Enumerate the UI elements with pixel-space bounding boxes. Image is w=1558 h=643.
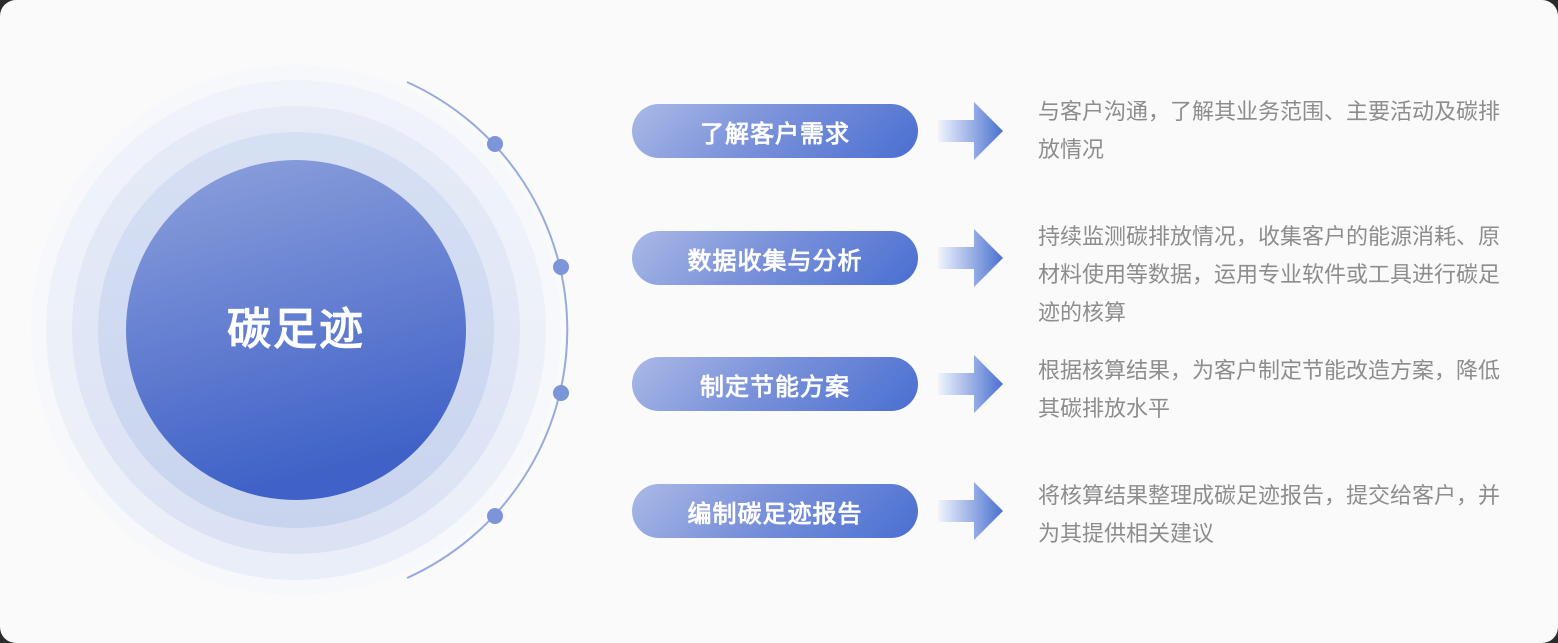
step-pill-3-label: 制定节能方案 — [700, 373, 850, 401]
step-pill-4: 编制碳足迹报告 — [632, 484, 918, 538]
step-pill-1: 了解客户需求 — [632, 104, 918, 158]
step-pill-4-label: 编制碳足迹报告 — [687, 500, 863, 528]
step-pill-1-label: 了解客户需求 — [700, 120, 850, 148]
center-circle-title: 碳足迹 — [227, 305, 365, 354]
orbit-dot — [553, 385, 569, 401]
step-pill-2-label: 数据收集与分析 — [687, 247, 863, 275]
carbon-footprint-diagram — [31, 65, 569, 595]
center-circle — [126, 160, 466, 500]
step-description-2: 持续监测碳排放情况，收集客户的能源消耗、原材料使用等数据，运用专业软件或工具进行… — [1038, 224, 1501, 325]
right-arrow-icon — [938, 482, 1003, 540]
right-arrow-icon — [938, 229, 1003, 287]
step-description-4: 将核算结果整理成碳足迹报告，提交给客户，并为其提供相关建议 — [1038, 483, 1501, 546]
orbit-dot — [487, 136, 503, 152]
step-pill-2: 数据收集与分析 — [632, 231, 918, 285]
step-pill-3: 制定节能方案 — [632, 357, 918, 411]
orbit-dot — [553, 259, 569, 275]
step-description-3: 根据核算结果，为客户制定节能改造方案，降低其碳排放水平 — [1038, 358, 1501, 421]
step-description-1: 与客户沟通，了解其业务范围、主要活动及碳排放情况 — [1038, 99, 1501, 162]
orbit-arc — [406, 81, 569, 579]
right-arrow-icon — [938, 102, 1003, 160]
orbit-dot — [487, 508, 503, 524]
concentric-rings — [31, 65, 561, 595]
right-arrow-icon — [938, 355, 1003, 413]
